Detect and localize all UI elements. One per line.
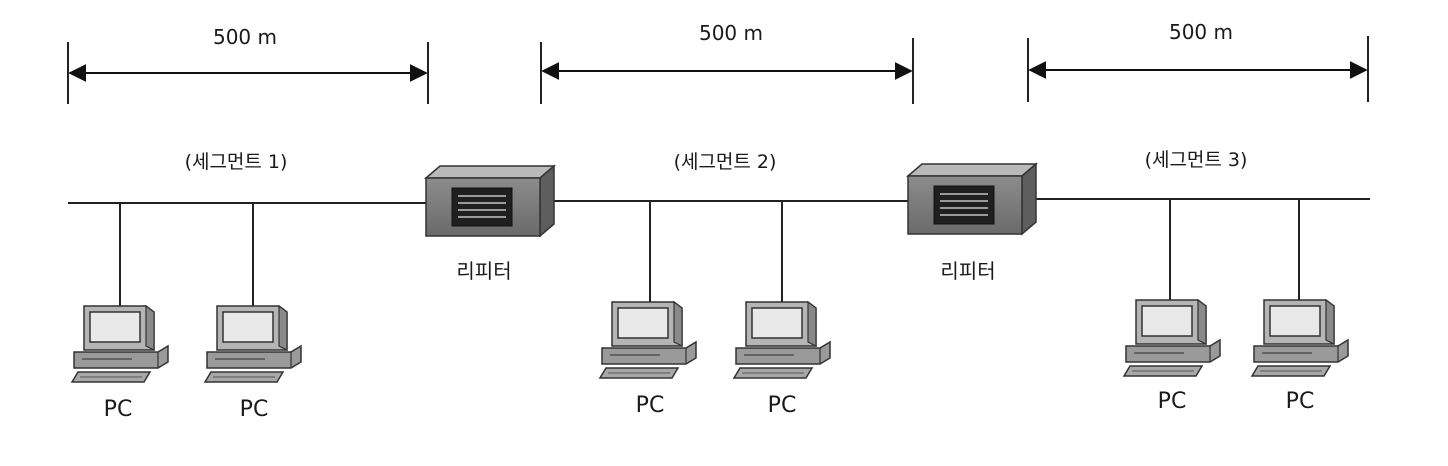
distance-marker-2: 500 m xyxy=(540,21,914,104)
pc-5: PC xyxy=(1123,299,1221,414)
computer-icon xyxy=(733,301,831,379)
pc-label: PC xyxy=(1158,389,1187,414)
segment-label-3: (세그먼트 3) xyxy=(1145,149,1248,171)
computer-icon xyxy=(71,305,169,383)
pc-1: PC xyxy=(71,305,169,422)
repeater-1: 리피터 xyxy=(425,165,555,283)
distance-label: 500 m xyxy=(213,25,277,49)
pc-label: PC xyxy=(636,393,665,418)
distance-label: 500 m xyxy=(1169,20,1233,44)
pc-6: PC xyxy=(1251,299,1349,414)
computer-icon xyxy=(1123,299,1221,377)
pc-3: PC xyxy=(599,301,697,418)
segment-label-1: (세그먼트 1) xyxy=(185,151,288,173)
pc-label: PC xyxy=(768,393,797,418)
pc-label: PC xyxy=(240,397,269,422)
pc-label: PC xyxy=(104,397,133,422)
computer-icon xyxy=(1251,299,1349,377)
repeater-icon xyxy=(425,165,555,237)
pc-label: PC xyxy=(1286,389,1315,414)
repeater-label: 리피터 xyxy=(456,259,511,283)
pc-4: PC xyxy=(733,301,831,418)
distance-marker-3: 500 m xyxy=(1027,20,1369,102)
pc-2: PC xyxy=(204,305,302,422)
distance-marker-1: 500 m xyxy=(67,25,429,104)
repeater-icon xyxy=(907,163,1037,235)
segment-label-2: (세그먼트 2) xyxy=(674,151,777,173)
repeater-2: 리피터 xyxy=(907,163,1037,283)
distance-label: 500 m xyxy=(699,21,763,45)
computer-icon xyxy=(599,301,697,379)
repeater-label: 리피터 xyxy=(940,259,995,283)
computer-icon xyxy=(204,305,302,383)
